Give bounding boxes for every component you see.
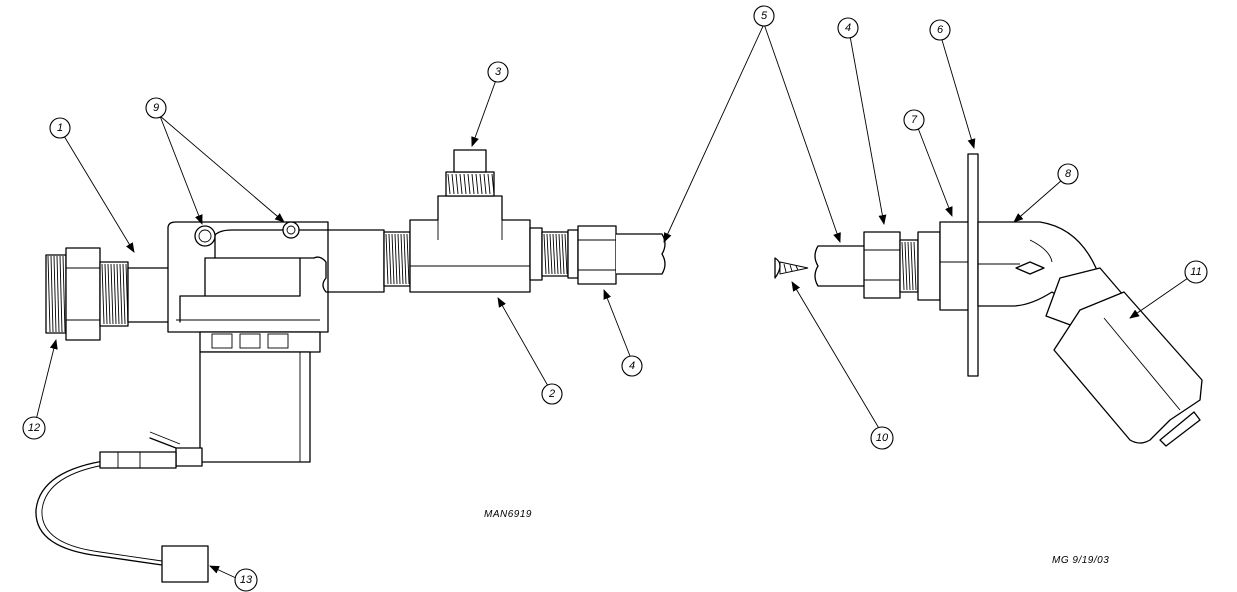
balloon-1: 1 xyxy=(49,117,71,139)
balloon-10: 10 xyxy=(870,426,894,450)
balloon-label: 8 xyxy=(1065,168,1072,180)
fitting-thread-hatch xyxy=(101,263,129,325)
tee-fitting-2 xyxy=(409,149,531,293)
balloon-12: 12 xyxy=(22,416,46,440)
signature-date: MG 9/19/03 xyxy=(1052,555,1109,566)
balloon-label: 4 xyxy=(845,22,851,34)
balloon-11: 11 xyxy=(1184,260,1208,284)
bulkhead-thread-hatch xyxy=(901,241,917,291)
valve-outlet-thread-hatch xyxy=(385,233,410,285)
balloon-7: 7 xyxy=(903,109,925,131)
balloon-2: 2 xyxy=(541,383,563,405)
balloon-label: 13 xyxy=(240,574,253,586)
balloon-label: 7 xyxy=(911,114,918,126)
balloon-label: 2 xyxy=(548,388,555,400)
balloon-8: 8 xyxy=(1057,163,1079,185)
balloon-label: 9 xyxy=(153,102,159,114)
bulkhead-nut-7 xyxy=(917,221,971,311)
balloon-label: 5 xyxy=(761,10,768,22)
balloon-label: 4 xyxy=(629,360,635,372)
balloon-label: 10 xyxy=(876,432,889,444)
cap-thread-hatch xyxy=(447,173,495,195)
wire-harness xyxy=(35,451,209,583)
inlet-thread-hatch xyxy=(47,255,66,333)
inlet-nut-12 xyxy=(45,247,101,341)
tubing-5-left xyxy=(616,233,666,275)
tubing-5-right xyxy=(814,245,864,287)
panel-6 xyxy=(967,153,979,377)
leader-lines xyxy=(35,23,1189,579)
balloon-6: 6 xyxy=(929,19,951,41)
balloon-label: 6 xyxy=(937,24,944,36)
compression-nut-4-left xyxy=(577,225,617,285)
balloon-label: 3 xyxy=(495,66,502,78)
drawing-number: MAN6919 xyxy=(484,509,532,520)
cap-11 xyxy=(1053,291,1203,447)
tee-thread-hatch xyxy=(543,233,568,275)
screw-10 xyxy=(774,257,809,279)
balloon-label: 11 xyxy=(1190,266,1201,278)
balloon-4-left: 4 xyxy=(621,355,643,377)
balloon-9: 9 xyxy=(145,97,167,119)
valve-body xyxy=(149,221,385,467)
balloon-13: 13 xyxy=(234,568,258,592)
balloon-label: 1 xyxy=(57,122,63,134)
balloon-5: 5 xyxy=(753,5,775,27)
balloon-3: 3 xyxy=(487,61,509,83)
balloon-4-right: 4 xyxy=(837,17,859,39)
balloon-label: 12 xyxy=(28,422,40,434)
